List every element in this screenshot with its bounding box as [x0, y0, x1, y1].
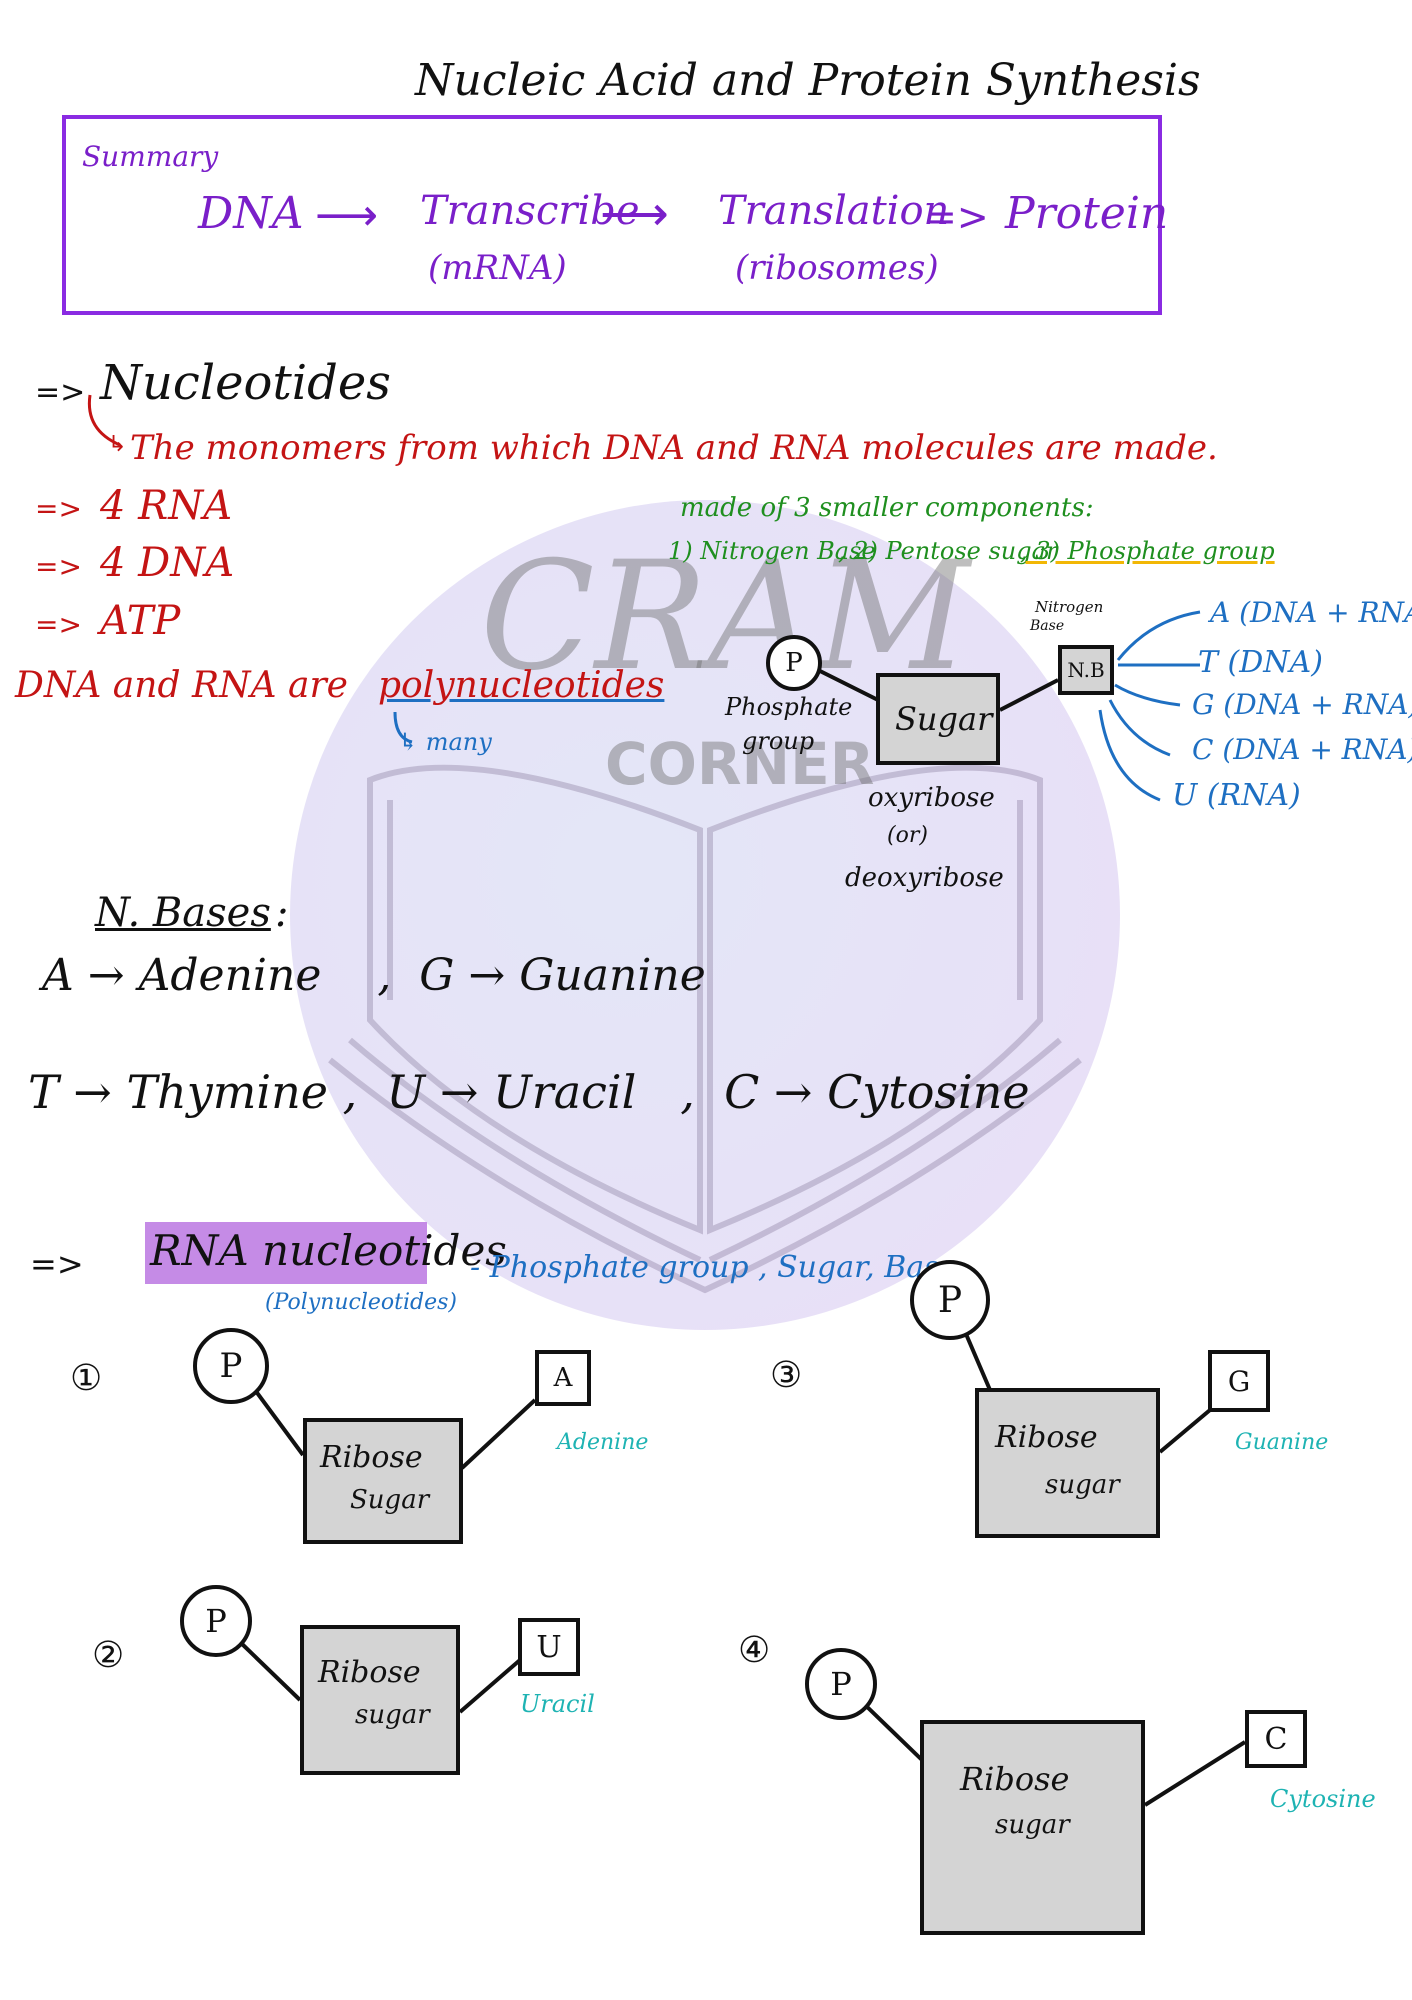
summary-arrow-3: =>: [925, 195, 989, 239]
base-a: A (DNA + RNA): [1210, 596, 1412, 629]
summary-box: [62, 115, 1162, 315]
nucleotide-2-sugar-2: sugar: [355, 1700, 430, 1730]
component-2: , 2) Pentose sugar: [838, 537, 1058, 565]
nucleotide-2-phosphate: P: [180, 1585, 252, 1657]
phosphate-circle: P: [766, 635, 822, 691]
base-g: G (DNA + RNA): [1192, 688, 1412, 721]
summary-transcribe-sub: (mRNA): [428, 248, 567, 288]
nucleotide-1-phosphate: P: [193, 1328, 269, 1404]
nucleotide-4-sugar: [920, 1720, 1145, 1935]
item-atp: ATP: [100, 598, 181, 644]
base-label-2: Base: [1030, 618, 1065, 634]
nucleotide-2-base-name: Uracil: [520, 1690, 595, 1718]
nucleotide-1-sugar-2: Sugar: [350, 1485, 430, 1515]
rna-arrow: =>: [30, 1245, 84, 1283]
rna-sub: (Polynucleotides): [265, 1290, 458, 1315]
watermark-book-icon: [328, 764, 1082, 1294]
summary-transcribe: Transcribe: [420, 188, 640, 234]
rna-desc: - Phosphate group , Sugar, Base: [470, 1250, 958, 1285]
nitrogen-base-box: N.B: [1058, 645, 1114, 695]
nucleotide-3-number: ③: [770, 1355, 803, 1396]
sugar-box: [876, 673, 1000, 765]
component-3: , 3) Phosphate group: [1020, 537, 1275, 565]
nucleotide-4-base-name: Cytosine: [1270, 1785, 1376, 1813]
polynucleotides-prefix: DNA and RNA are: [15, 665, 348, 706]
summary-dna: DNA: [198, 188, 304, 239]
summary-arrow-1: ⟶: [315, 190, 379, 241]
summary-translation-sub: (ribosomes): [735, 248, 939, 288]
components-heading: made of 3 smaller components:: [680, 493, 1094, 523]
sugar-label: Sugar: [895, 700, 993, 738]
base-c: C (DNA + RNA): [1192, 733, 1412, 766]
nucleotide-2-base: U: [518, 1618, 580, 1676]
nucleotide-3-base-name: Guanine: [1235, 1430, 1329, 1455]
item-arrow-rna: =>: [35, 492, 82, 525]
sugar-sub-1: oxyribose: [868, 783, 995, 813]
base-t: T (DNA): [1198, 645, 1323, 680]
phosphate-label-2: group: [742, 727, 815, 755]
watermark-word-corner: CORNER: [605, 730, 875, 798]
polynucleotides-note: ↳ many: [398, 728, 492, 756]
nucleotide-4-base: C: [1245, 1710, 1307, 1768]
summary-translation: Translation: [718, 188, 950, 234]
summary-protein: Protein: [1005, 188, 1169, 239]
definition-hook: ↳: [108, 432, 127, 457]
sugar-sub-3: deoxyribose: [845, 863, 1004, 893]
nucleotide-2-sugar-1: Ribose: [318, 1655, 421, 1690]
watermark-circle: [290, 500, 1120, 1330]
base-u: U (RNA): [1172, 778, 1301, 813]
nucleotide-3-sugar-1: Ribose: [995, 1420, 1098, 1455]
nucleotide-1-base-name: Adenine: [557, 1430, 649, 1455]
polynucleotides-word: polynucleotides: [378, 665, 665, 706]
phosphate-label-1: Phosphate: [725, 693, 853, 721]
nucleotides-arrow: =>: [35, 375, 86, 410]
nucleotide-3-sugar-2: sugar: [1045, 1470, 1120, 1500]
nbases-heading: N. Bases: [95, 890, 271, 936]
nucleotide-2-number: ②: [92, 1635, 125, 1676]
nucleotide-1-number: ①: [70, 1358, 103, 1399]
nbases-colon: :: [275, 890, 289, 936]
item-arrow-dna: =>: [35, 550, 82, 583]
base-label-1: Nitrogen: [1035, 598, 1104, 616]
nucleotide-4-number: ④: [738, 1630, 771, 1671]
nucleotide-2-sugar: [300, 1625, 460, 1775]
nucleotide-4-sugar-2: sugar: [995, 1810, 1070, 1840]
nucleotide-4-sugar-1: Ribose: [960, 1760, 1070, 1798]
rna-heading: RNA nucleotides: [150, 1226, 507, 1275]
nucleotide-3-sugar: [975, 1388, 1160, 1538]
nucleotides-heading: Nucleotides: [100, 355, 391, 411]
sugar-sub-2: (or): [887, 823, 928, 848]
summary-label: Summary: [82, 140, 219, 173]
item-4-dna: 4 DNA: [100, 540, 235, 586]
nbases-row-1: A → Adenine , G → Guanine: [42, 950, 706, 1001]
item-arrow-atp: =>: [35, 608, 82, 641]
nucleotide-1-sugar-1: Ribose: [320, 1440, 423, 1475]
nucleotides-definition: The monomers from which DNA and RNA mole…: [130, 428, 1218, 468]
nucleotide-3-base: G: [1208, 1350, 1270, 1412]
nucleotide-3-phosphate: P: [910, 1260, 990, 1340]
item-4-rna: 4 RNA: [100, 483, 233, 529]
component-1: 1) Nitrogen Base: [668, 537, 876, 565]
nbases-row-2: T → Thymine , U → Uracil , C → Cytosine: [28, 1065, 1030, 1119]
nucleotide-4-phosphate: P: [805, 1648, 877, 1720]
nucleotide-1-sugar: [303, 1418, 463, 1544]
nucleotide-1-base: A: [535, 1350, 591, 1406]
page-title: Nucleic Acid and Protein Synthesis: [415, 55, 1201, 106]
rna-heading-highlight: [145, 1222, 427, 1284]
summary-arrow-2: ⟶: [600, 186, 669, 242]
